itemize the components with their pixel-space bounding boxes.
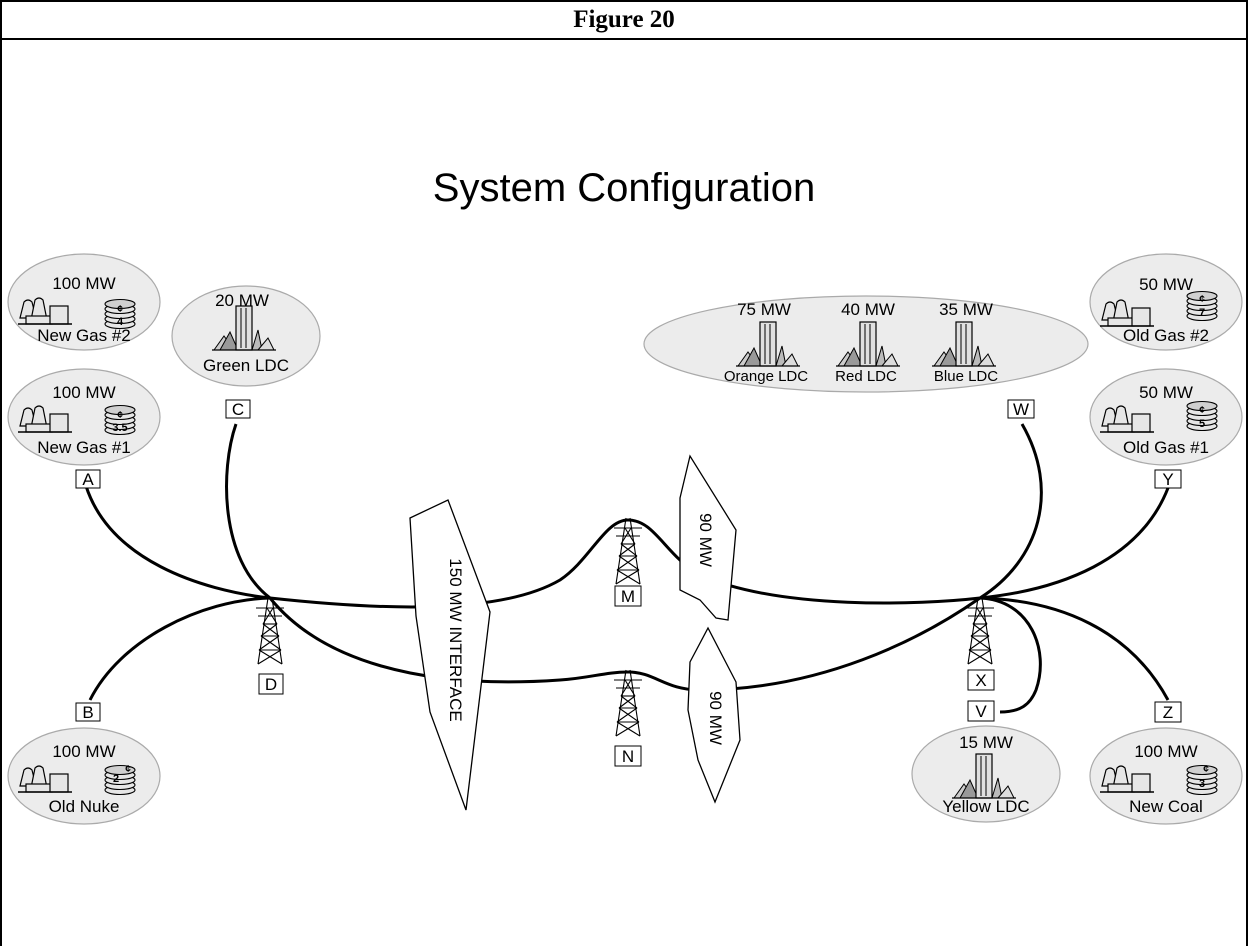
node-x: X bbox=[967, 669, 995, 691]
line-y-x bbox=[979, 487, 1170, 600]
generator-old-nuke: 100 MW ¢ 2 Old Nuke bbox=[7, 727, 161, 825]
transmission-tower-n bbox=[613, 669, 643, 737]
node-a: A bbox=[75, 469, 101, 489]
transmission-tower-m bbox=[613, 517, 643, 585]
load-blue-ldc: 35 MW Blue LDC bbox=[931, 300, 998, 385]
generator-old-gas-1: 50 MW ¢ 5 Old Gas #1 bbox=[1089, 368, 1243, 466]
generator-capacity: 50 MW bbox=[1139, 383, 1193, 402]
node-n: N bbox=[614, 745, 642, 767]
generator-price: 5 bbox=[1199, 418, 1205, 430]
load-red-ldc: 40 MW Red LDC bbox=[835, 300, 901, 385]
cent-icon: ¢ bbox=[1203, 764, 1209, 775]
svg-text:B: B bbox=[82, 703, 93, 722]
interface-upper-arrow: 90 MW bbox=[679, 454, 737, 621]
svg-text:M: M bbox=[621, 587, 635, 606]
generator-name: New Coal bbox=[1129, 797, 1203, 816]
generator-price: 3.5 bbox=[112, 422, 127, 434]
generator-capacity: 50 MW bbox=[1139, 275, 1193, 294]
svg-text:V: V bbox=[975, 702, 987, 721]
load-capacity: 20 MW bbox=[215, 291, 269, 310]
svg-text:X: X bbox=[975, 671, 986, 690]
load-name: Blue LDC bbox=[934, 368, 998, 385]
node-c: C bbox=[225, 399, 251, 419]
cent-icon: ¢ bbox=[1199, 294, 1205, 305]
cent-icon: ¢ bbox=[117, 410, 123, 421]
load-yellow-ldc: 15 MW Yellow LDC bbox=[911, 725, 1061, 823]
interface-main-label: 150 MW INTERFACE bbox=[446, 558, 465, 721]
interface-lower-arrow: 90 MW bbox=[687, 626, 741, 804]
generator-new-gas-2: 100 MW ¢ 4 New Gas #2 bbox=[7, 253, 161, 351]
cent-icon: ¢ bbox=[117, 304, 123, 315]
load-name: Orange LDC bbox=[724, 368, 808, 385]
svg-text:Y: Y bbox=[1162, 470, 1173, 489]
load-capacity: 75 MW bbox=[737, 300, 791, 319]
interface-lower-label: 90 MW bbox=[706, 691, 725, 745]
svg-text:N: N bbox=[622, 747, 634, 766]
load-capacity: 40 MW bbox=[841, 300, 895, 319]
interface-upper-label: 90 MW bbox=[696, 513, 715, 567]
generator-capacity: 100 MW bbox=[1134, 742, 1197, 761]
svg-text:W: W bbox=[1013, 400, 1029, 419]
node-y: Y bbox=[1154, 469, 1182, 489]
node-d: D bbox=[258, 673, 284, 695]
diagram-title: System Configuration bbox=[433, 166, 815, 210]
node-w: W bbox=[1007, 399, 1035, 419]
generator-name: Old Gas #1 bbox=[1123, 438, 1209, 457]
svg-text:C: C bbox=[232, 400, 244, 419]
figure-label: Figure 20 bbox=[573, 6, 675, 33]
load-capacity: 35 MW bbox=[939, 300, 993, 319]
node-v: V bbox=[967, 700, 995, 722]
svg-text:Z: Z bbox=[1163, 703, 1173, 722]
load-green-ldc: 20 MW Green LDC bbox=[171, 285, 321, 387]
generator-price: 4 bbox=[117, 316, 124, 328]
generator-capacity: 100 MW bbox=[52, 383, 115, 402]
line-c-d bbox=[225, 423, 271, 600]
interface-main-arrow: 150 MW INTERFACE bbox=[409, 499, 491, 811]
generator-price: 3 bbox=[1199, 778, 1205, 790]
generator-capacity: 100 MW bbox=[52, 274, 115, 293]
transmission-tower-d bbox=[255, 597, 285, 665]
generator-name: New Gas #1 bbox=[37, 438, 131, 457]
node-m: M bbox=[614, 585, 642, 607]
line-d-n-x bbox=[268, 596, 981, 692]
transmission-tower-x bbox=[965, 597, 995, 665]
generator-name: Old Gas #2 bbox=[1123, 326, 1209, 345]
generator-new-coal: 100 MW ¢ 3 New Coal bbox=[1089, 727, 1243, 825]
node-b: B bbox=[75, 702, 101, 722]
cent-icon: ¢ bbox=[125, 764, 131, 775]
line-a-d bbox=[84, 485, 271, 600]
generator-new-gas-1: 100 MW ¢ 3.5 New Gas #1 bbox=[7, 368, 161, 466]
load-name: Red LDC bbox=[835, 368, 897, 385]
cent-icon: ¢ bbox=[1199, 405, 1205, 416]
node-labels: A B C D M N W X Y Z V bbox=[75, 399, 1182, 767]
transmission-lines bbox=[84, 423, 1170, 714]
line-w-x bbox=[979, 423, 1043, 600]
load-orange-ldc: 75 MW Orange LDC bbox=[724, 300, 808, 385]
generator-capacity: 100 MW bbox=[52, 742, 115, 761]
svg-text:A: A bbox=[82, 470, 94, 489]
generator-price: 2 bbox=[113, 773, 119, 785]
load-group-east: 75 MW Orange LDC 40 MW Red LDC 35 MW Blu… bbox=[643, 295, 1089, 393]
load-name: Green LDC bbox=[203, 356, 289, 375]
node-z: Z bbox=[1154, 701, 1182, 723]
svg-text:D: D bbox=[265, 675, 277, 694]
line-b-d bbox=[88, 596, 271, 701]
line-x-v bbox=[979, 596, 1042, 714]
load-capacity: 15 MW bbox=[959, 733, 1013, 752]
generator-old-gas-2: 50 MW ¢ 7 Old Gas #2 bbox=[1089, 253, 1243, 351]
generator-name: New Gas #2 bbox=[37, 326, 131, 345]
line-x-z bbox=[979, 596, 1170, 701]
generator-price: 7 bbox=[1199, 307, 1205, 319]
load-name: Yellow LDC bbox=[942, 797, 1029, 816]
generator-name: Old Nuke bbox=[49, 797, 120, 816]
